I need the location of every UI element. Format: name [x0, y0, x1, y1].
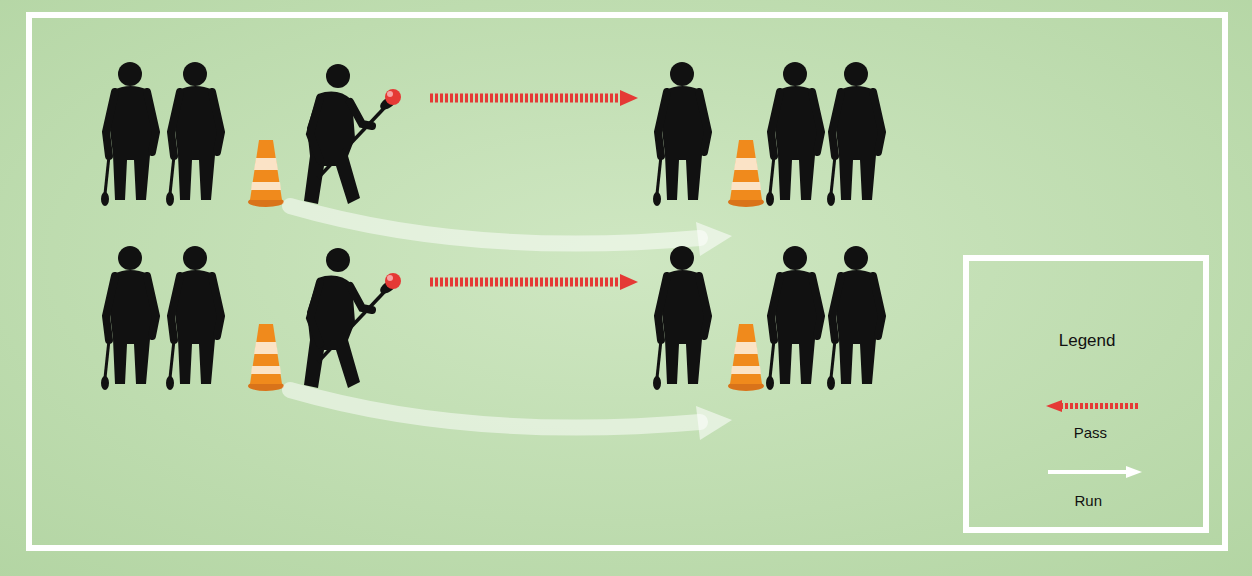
legend-entry: Pass	[1073, 424, 1107, 442]
legend-heading-slot: Legend	[1059, 331, 1116, 351]
legend-text: Run	[1074, 492, 1102, 509]
legend-heading: Legend	[1059, 331, 1116, 351]
legend-text: Pass	[1074, 424, 1107, 441]
legend-entry: Run	[1074, 492, 1102, 510]
